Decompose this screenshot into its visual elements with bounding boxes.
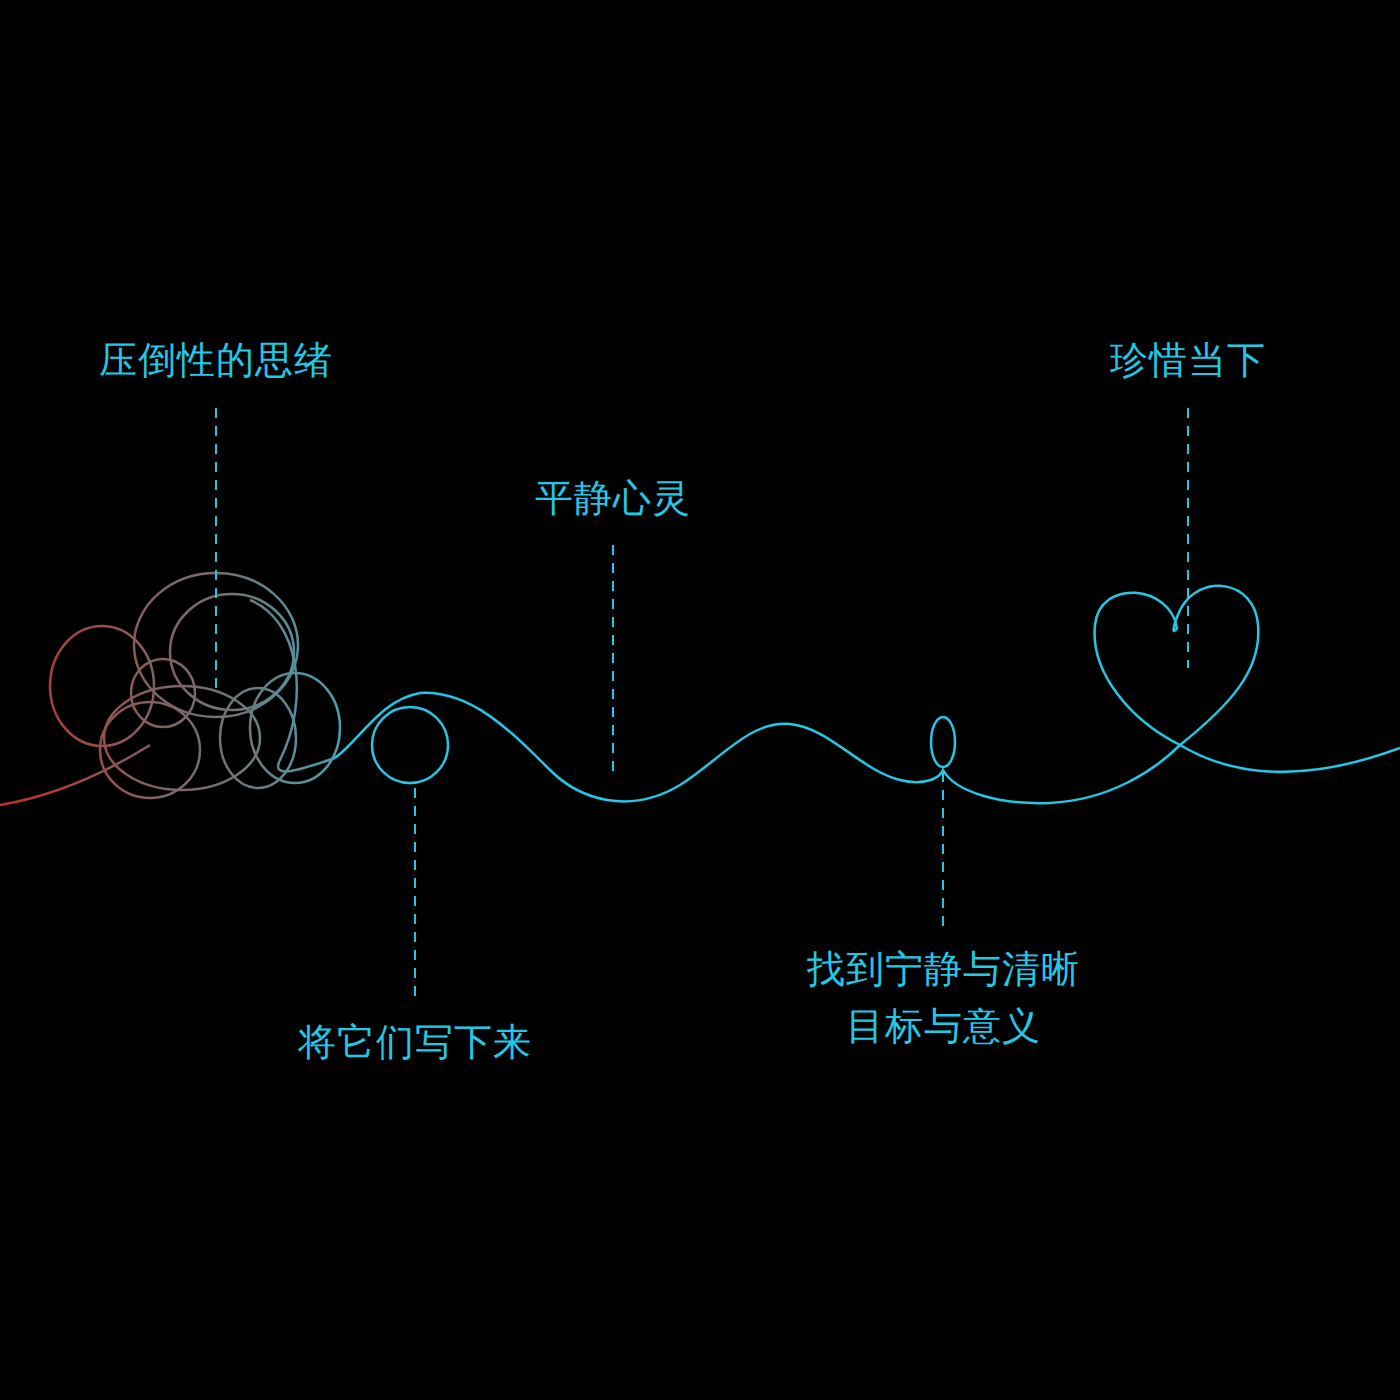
tangle-loop (250, 600, 335, 771)
callout-label: 压倒性的思绪 (99, 332, 333, 389)
tangle-loop (250, 673, 340, 783)
leader-line (1187, 408, 1189, 668)
tangle-loop (220, 688, 296, 788)
thread-path (335, 586, 1400, 803)
callout-label: 珍惜当下 (1110, 332, 1266, 389)
calm-thread (335, 586, 1400, 803)
callout-label: 找到宁静与清晰 目标与意义 (791, 941, 1095, 1055)
leader-line (942, 772, 944, 926)
tangle-loop (104, 686, 260, 790)
tangle-loop (100, 702, 200, 798)
thread-loop (931, 717, 955, 767)
leader-lines (216, 408, 1188, 1002)
tangle (0, 573, 340, 805)
thread-loop (372, 707, 448, 783)
callout-label: 平静心灵 (535, 470, 691, 527)
leader-line (215, 408, 217, 692)
tangle-loop (50, 626, 154, 746)
callout-label: 将它们写下来 (298, 1014, 532, 1071)
leader-line (612, 545, 614, 772)
leader-line (414, 788, 416, 1002)
